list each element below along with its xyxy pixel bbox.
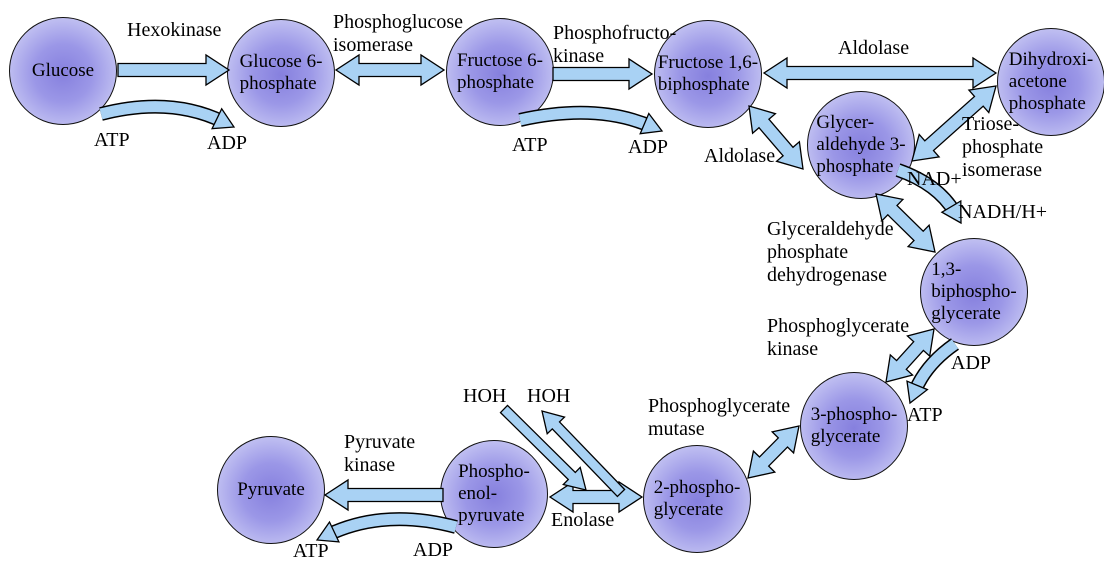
label-hoh-out: HOH (527, 385, 571, 407)
node-glucose-label: Glucose (31, 60, 95, 81)
node-pyruvate-label: Pyruvate (237, 479, 305, 500)
node-2pg-label: 2-phospho- glycerate (653, 477, 741, 520)
arrow-f16bp-dhap (762, 56, 998, 90)
arrow-atp-adp-hexokinase-band (99, 101, 226, 127)
node-glucose-6-phosphate: Glucose 6- phosphate (227, 19, 335, 127)
label-pyruvate-kinase: Pyruvate kinase (344, 431, 416, 476)
label-aldolase-top: Aldolase (838, 37, 910, 59)
label-atp-pgk: ATP (907, 404, 943, 426)
arrow-atp-adp-pfk-band (518, 107, 653, 132)
arrow-adp-atp-pgk-outline (908, 338, 960, 395)
arrow-atp-adp-hexokinase-outline (99, 99, 226, 128)
label-nad-plus: NAD+ (907, 168, 962, 190)
arrow-adp-atp-pk-band (325, 513, 458, 540)
node-pep-label: Phospho- enol- pyruvate (458, 461, 530, 526)
label-atp-pk: ATP (293, 540, 329, 562)
arrow-atp-adp-pfk-head (639, 112, 664, 135)
node-glyceraldehyde-3-phosphate: Glycer- aldehyde 3- phosphate (807, 91, 915, 199)
node-3pg-label: 3-phospho- glycerate (810, 404, 898, 447)
label-triose-phosphate-isomerase: Triose- phosphate isomerase (962, 113, 1044, 181)
label-gap-dehydrogenase: Glyceraldehyde phosphate dehydrogenase (767, 218, 894, 286)
arrow-g6p-f6p (334, 53, 446, 87)
arrow-glucose-g6p (117, 53, 231, 87)
label-adp-pfk: ADP (628, 136, 669, 158)
arrow-atp-adp-pfk-outline (518, 105, 654, 133)
arrow-pep-pyruvate (323, 478, 444, 512)
label-phosphoglucose-isomerase: Phosphoglucose isomerase (333, 11, 463, 56)
label-hoh-in: HOH (463, 385, 507, 407)
node-13bpg-label: 1,3- biphospho- glycerate (931, 259, 1017, 324)
label-adp-hexokinase: ADP (207, 132, 248, 154)
label-phosphoglycerate-kinase: Phosphoglycerate kinase (767, 315, 910, 360)
node-f16bp-label: Fructose 1,6- biphosphate (657, 52, 759, 95)
node-glucose: Glucose (9, 17, 117, 125)
arrow-atp-adp-hexokinase-head (211, 107, 236, 130)
arrow-adp-atp-pk-outline (325, 512, 458, 542)
node-fructose-16-biphosphate: Fructose 1,6- biphosphate (654, 20, 762, 128)
label-nadh: NADH/H+ (958, 201, 1048, 223)
label-enolase: Enolase (551, 509, 615, 531)
label-atp-hexokinase: ATP (94, 129, 130, 151)
label-adp-pk: ADP (413, 539, 454, 561)
node-phosphoenolpyruvate: Phospho- enol- pyruvate (440, 440, 548, 548)
arrow-2pg-pep (548, 480, 644, 514)
label-adp-pgk: ADP (951, 352, 992, 374)
arrow-adp-atp-pgk-band (909, 339, 959, 394)
node-dhap-label: Dihydroxi- acetone phosphate (1008, 49, 1094, 114)
arrow-hoh-out (541, 410, 626, 498)
arrow-adp-atp-pgk-head (906, 380, 929, 405)
label-phosphoglycerate-mutase: Phosphoglycerate mutase (648, 395, 791, 440)
node-g3p-label: Glycer- aldehyde 3- phosphate (816, 112, 906, 177)
node-3-phosphoglycerate: 3-phospho- glycerate (800, 372, 908, 480)
label-phosphofructokinase: Phosphofructo- kinase (553, 22, 677, 67)
node-g6p-label: Glucose 6- phosphate (239, 51, 323, 94)
node-pyruvate: Pyruvate (217, 436, 325, 544)
arrow-adp-atp-pk-head (315, 520, 340, 543)
node-13-biphosphoglycerate: 1,3- biphospho- glycerate (920, 238, 1028, 346)
label-hexokinase: Hexokinase (127, 19, 222, 41)
node-dihydroxiacetone-phosphate: Dihydroxi- acetone phosphate (997, 28, 1104, 136)
label-atp-pfk: ATP (512, 134, 548, 156)
label-aldolase-lower: Aldolase (704, 145, 776, 167)
node-2-phosphoglycerate: 2-phospho- glycerate (643, 445, 751, 553)
node-f6p-label: Fructose 6- phosphate (456, 50, 543, 93)
